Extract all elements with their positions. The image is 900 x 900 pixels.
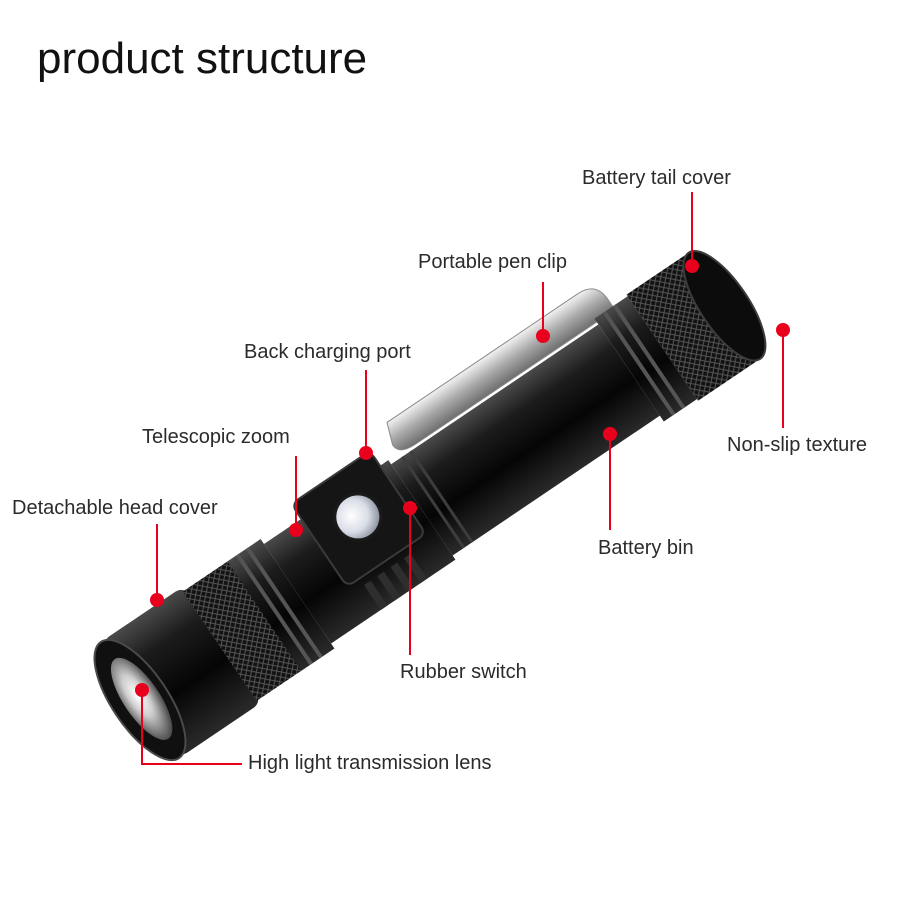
tail-cap-shape — [682, 250, 767, 362]
callout-rubber-switch — [403, 501, 417, 655]
callout-battery-bin — [603, 427, 617, 530]
callout-dot — [685, 259, 699, 273]
callout-detachable-head-cover — [150, 524, 164, 607]
battery-tube-shape — [391, 324, 660, 556]
label-battery-tail-cover: Battery tail cover — [582, 167, 731, 189]
label-back-charging-port: Back charging port — [244, 341, 411, 363]
callout-battery-tail-cover — [685, 192, 699, 273]
callout-dot — [776, 323, 790, 337]
callout-dot — [403, 501, 417, 515]
head-knurl — [182, 560, 303, 702]
label-detachable-head-cover: Detachable head cover — [12, 497, 218, 519]
label-high-light-transmission-lens: High light transmission lens — [248, 752, 492, 774]
label-telescopic-zoom: Telescopic zoom — [142, 426, 290, 448]
label-portable-pen-clip: Portable pen clip — [418, 251, 567, 273]
callout-portable-pen-clip — [536, 282, 550, 343]
callout-telescopic-zoom — [289, 456, 303, 537]
label-non-slip-texture: Non-slip texture — [727, 434, 868, 456]
callout-dot — [289, 523, 303, 537]
switch-button-shape — [333, 492, 383, 542]
head-shape — [104, 589, 259, 755]
callout-dot — [359, 446, 373, 460]
label-battery-bin: Battery bin — [598, 537, 694, 559]
label-rubber-switch: Rubber switch — [400, 661, 527, 683]
callout-high-light-transmission-lens — [135, 683, 242, 765]
tail-knurl — [626, 255, 757, 401]
callout-dot — [150, 593, 164, 607]
page-title: product structure — [37, 34, 368, 83]
callout-back-charging-port — [359, 370, 373, 460]
callout-non-slip-texture — [776, 323, 790, 428]
callout-dot — [536, 329, 550, 343]
callout-dot — [135, 683, 149, 697]
callout-dot — [603, 427, 617, 441]
flashlight-body — [93, 250, 767, 762]
